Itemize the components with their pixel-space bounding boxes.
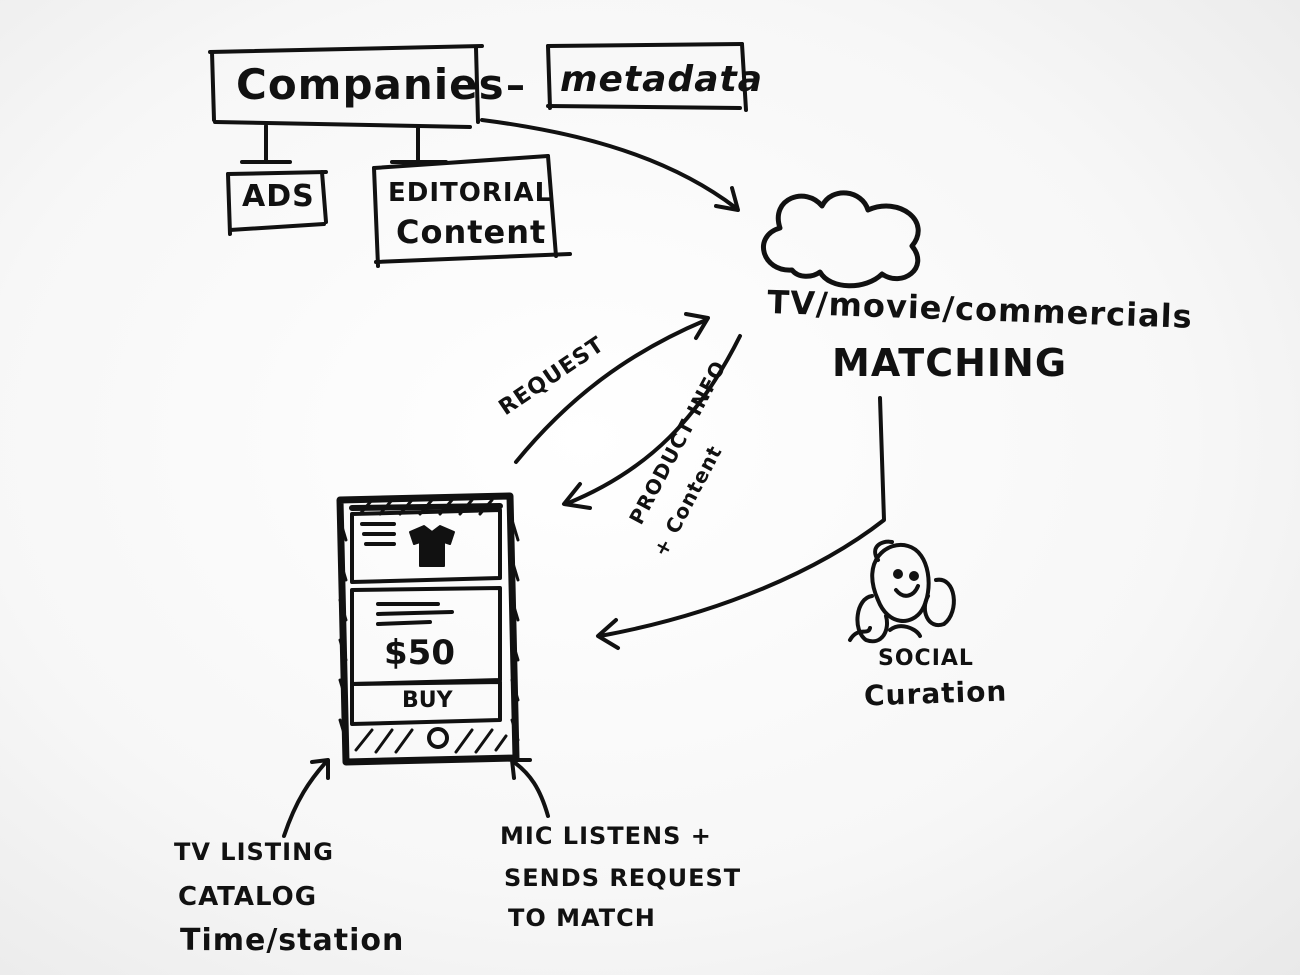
node-editorial-line2: Content <box>396 213 547 251</box>
node-tv-listing-line1: TV LISTING <box>174 838 334 866</box>
people-icon <box>848 539 956 644</box>
node-ads: ADS <box>242 179 315 214</box>
tshirt-icon <box>409 525 455 567</box>
request-arrow <box>514 312 710 464</box>
tv-listing-arrow <box>282 758 330 838</box>
companies-children-connector <box>240 124 448 164</box>
node-metadata: metadata <box>560 59 763 100</box>
node-editorial-line1: EDITORIAL <box>388 178 553 208</box>
phone-price: $50 <box>384 633 455 673</box>
phone-buy-button: BUY <box>402 688 453 713</box>
node-mic-line2: SENDS REQUEST <box>504 864 742 892</box>
companies-to-cloud-arrow <box>480 118 740 212</box>
phone-sketch <box>336 492 520 766</box>
cloud-icon <box>761 190 921 289</box>
companies-box <box>208 44 484 129</box>
product-info-arrow <box>562 334 742 510</box>
metadata-box <box>546 42 748 112</box>
node-social-line2: Curation <box>863 674 1008 713</box>
node-companies: Companies <box>236 60 505 109</box>
node-mic-line1: MIC LISTENS + <box>500 822 712 850</box>
node-mic-line3: TO MATCH <box>508 904 656 932</box>
mic-arrow <box>510 758 550 818</box>
ads-box <box>226 170 328 236</box>
node-tv-listing-line3: Time/station <box>180 923 405 958</box>
node-matching-line2: MATCHING <box>832 341 1068 385</box>
node-tv-listing-line2: CATALOG <box>178 882 318 912</box>
social-curation-arrow <box>596 396 886 650</box>
node-social-line1: SOCIAL <box>878 646 974 671</box>
dash-separator: – <box>506 63 525 107</box>
editorial-box <box>372 154 572 268</box>
